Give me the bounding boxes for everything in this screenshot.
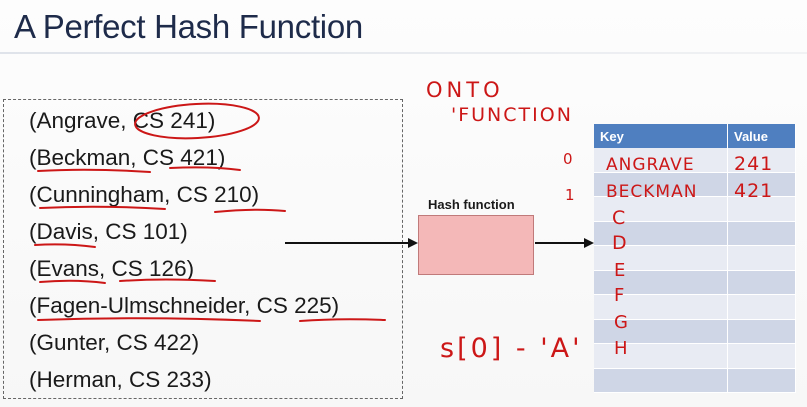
ink-key-e: E bbox=[614, 260, 627, 281]
key-column-header: Key bbox=[594, 124, 728, 148]
table-row bbox=[594, 172, 796, 197]
title-divider bbox=[0, 52, 807, 54]
ink-index-1: 1 bbox=[565, 186, 576, 204]
hash-function-box bbox=[418, 215, 534, 275]
ink-value-241: 241 bbox=[734, 153, 774, 175]
ink-onto: ONTO bbox=[426, 78, 504, 102]
hash-table: Key Value bbox=[594, 124, 796, 393]
table-row bbox=[594, 196, 796, 222]
table-row bbox=[594, 148, 796, 173]
key-cell bbox=[594, 294, 728, 320]
pair-item: (Fagen-Ulmschneider, CS 225) bbox=[29, 293, 340, 318]
pair-item: (Herman, CS 233) bbox=[29, 367, 212, 392]
value-cell bbox=[727, 196, 796, 222]
table-row bbox=[594, 221, 796, 246]
value-column-header: Value bbox=[727, 124, 796, 148]
value-cell bbox=[727, 368, 796, 393]
ink-value-421: 421 bbox=[734, 180, 774, 202]
table-row bbox=[594, 319, 796, 344]
value-cell bbox=[727, 294, 796, 320]
key-cell bbox=[594, 368, 728, 393]
key-cell bbox=[594, 172, 728, 197]
ink-key-h: H bbox=[614, 338, 629, 359]
value-cell bbox=[727, 172, 796, 197]
key-value-pair-list: (Angrave, CS 241) (Beckman, CS 421) (Cun… bbox=[29, 102, 339, 398]
pair-item: (Davis, CS 101) bbox=[29, 219, 188, 244]
key-cell bbox=[594, 270, 728, 295]
ink-formula: s[0] - 'A' bbox=[440, 333, 583, 364]
pair-item: (Angrave, CS 241) bbox=[29, 108, 216, 133]
ink-key-angrave: ANGRAVE bbox=[606, 155, 695, 175]
pair-item: (Beckman, CS 421) bbox=[29, 145, 226, 170]
ink-function: 'FUNCTION bbox=[451, 104, 573, 126]
key-cell bbox=[594, 245, 728, 271]
value-cell bbox=[727, 343, 796, 369]
table-row bbox=[594, 245, 796, 271]
pair-item: (Gunter, CS 422) bbox=[29, 330, 200, 355]
ink-key-d: D bbox=[612, 232, 628, 254]
input-set-box bbox=[3, 99, 403, 399]
key-cell bbox=[594, 148, 728, 173]
ink-key-beckman: BECKMAN bbox=[606, 182, 698, 202]
key-cell bbox=[594, 221, 728, 246]
key-cell bbox=[594, 319, 728, 344]
ink-index-0: 0 bbox=[563, 150, 574, 168]
ink-key-f: F bbox=[614, 285, 626, 306]
value-cell bbox=[727, 270, 796, 295]
table-row bbox=[594, 368, 796, 393]
pair-item: (Cunningham, CS 210) bbox=[29, 182, 260, 207]
ink-key-g: G bbox=[614, 312, 629, 333]
slide-title: A Perfect Hash Function bbox=[14, 8, 363, 45]
value-cell bbox=[727, 319, 796, 344]
hash-function-label: Hash function bbox=[428, 197, 515, 212]
value-cell bbox=[727, 245, 796, 271]
key-cell bbox=[594, 196, 728, 222]
table-row bbox=[594, 270, 796, 295]
table-row bbox=[594, 343, 796, 369]
value-cell bbox=[727, 148, 796, 173]
pair-item: (Evans, CS 126) bbox=[29, 256, 195, 281]
key-cell bbox=[594, 343, 728, 369]
ink-key-c: C bbox=[612, 207, 627, 229]
value-cell bbox=[727, 221, 796, 246]
table-row bbox=[594, 294, 796, 320]
